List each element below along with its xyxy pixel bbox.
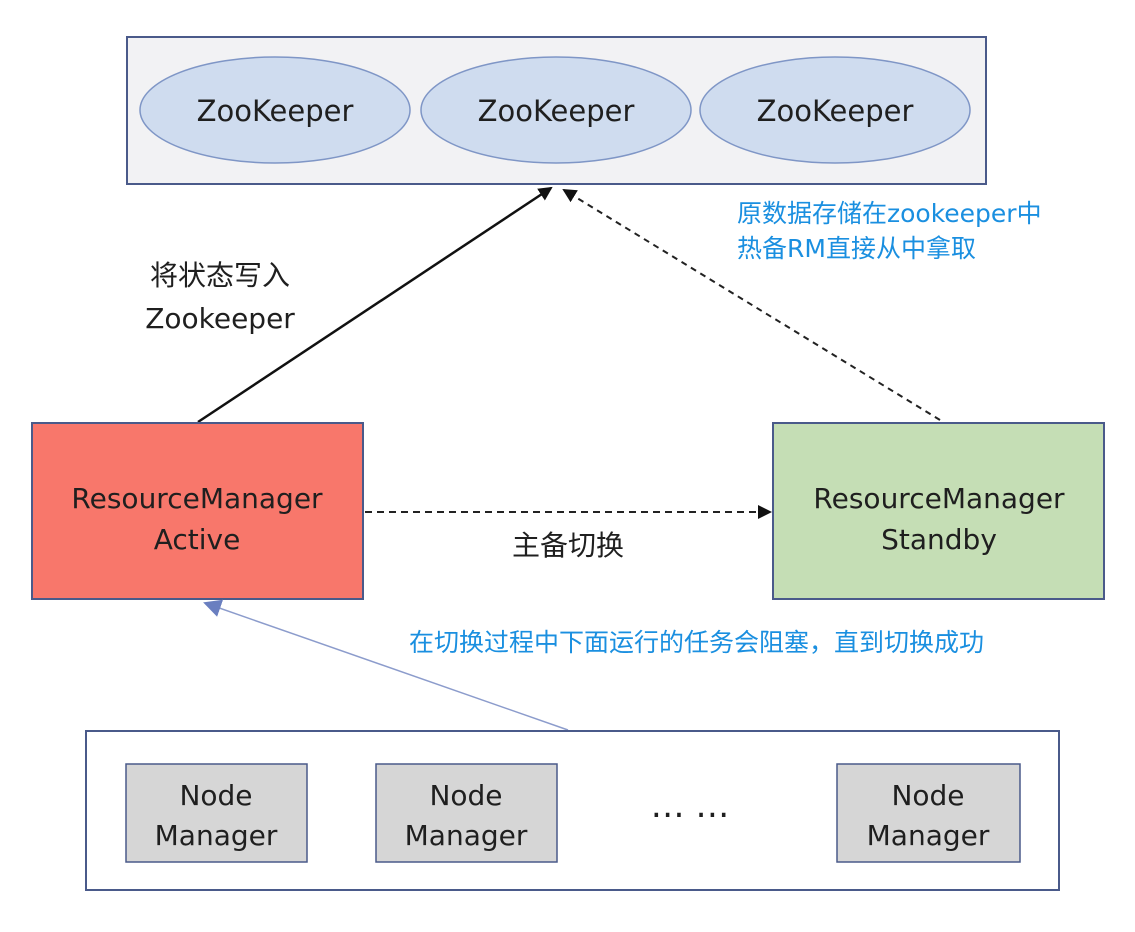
zookeeper-node-2: ZooKeeper — [420, 56, 692, 164]
node-manager-ellipsis: … … — [651, 786, 730, 826]
rm-standby-label-line2: Standby — [881, 523, 997, 556]
metadata-note-line2: 热备RM直接从中拿取 — [737, 234, 976, 263]
node-managers-arrow — [203, 599, 569, 731]
zookeeper-cluster: ZooKeeper ZooKeeper ZooKeeper — [126, 36, 987, 185]
write-state-arrow — [197, 186, 553, 424]
zookeeper-node-3: ZooKeeper — [699, 56, 971, 164]
node-managers-group: Node Manager Node Manager … … Node Manag… — [85, 730, 1060, 891]
zookeeper-node-label: ZooKeeper — [197, 94, 354, 128]
failover-label: 主备切换 — [512, 529, 624, 562]
node-manager-3: Node Manager — [836, 763, 1021, 863]
node-manager-label-line1: Node — [179, 779, 252, 812]
node-manager-1: Node Manager — [125, 763, 308, 863]
blocking-note: 在切换过程中下面运行的任务会阻塞，直到切换成功 — [409, 628, 984, 657]
resource-manager-active: ResourceManager Active — [31, 422, 364, 600]
rm-active-label-line1: ResourceManager — [71, 482, 323, 515]
resource-manager-standby: ResourceManager Standby — [772, 422, 1105, 600]
zookeeper-node-label: ZooKeeper — [478, 94, 635, 128]
node-manager-label-line1: Node — [429, 779, 502, 812]
node-manager-label-line2: Manager — [405, 819, 528, 852]
node-manager-label-line2: Manager — [867, 819, 990, 852]
write-state-label-line1: 将状态写入 — [150, 259, 290, 292]
node-manager-2: Node Manager — [375, 763, 558, 863]
node-manager-label-line1: Node — [891, 779, 964, 812]
node-manager-label-line2: Manager — [155, 819, 278, 852]
rm-active-label-line2: Active — [154, 523, 241, 556]
read-state-arrow — [562, 188, 941, 421]
metadata-note-line1: 原数据存储在zookeeper中 — [737, 199, 1042, 228]
zookeeper-node-1: ZooKeeper — [139, 56, 411, 164]
zookeeper-node-label: ZooKeeper — [757, 94, 914, 128]
rm-standby-label-line1: ResourceManager — [813, 482, 1065, 515]
write-state-label-line2: Zookeeper — [145, 302, 295, 335]
